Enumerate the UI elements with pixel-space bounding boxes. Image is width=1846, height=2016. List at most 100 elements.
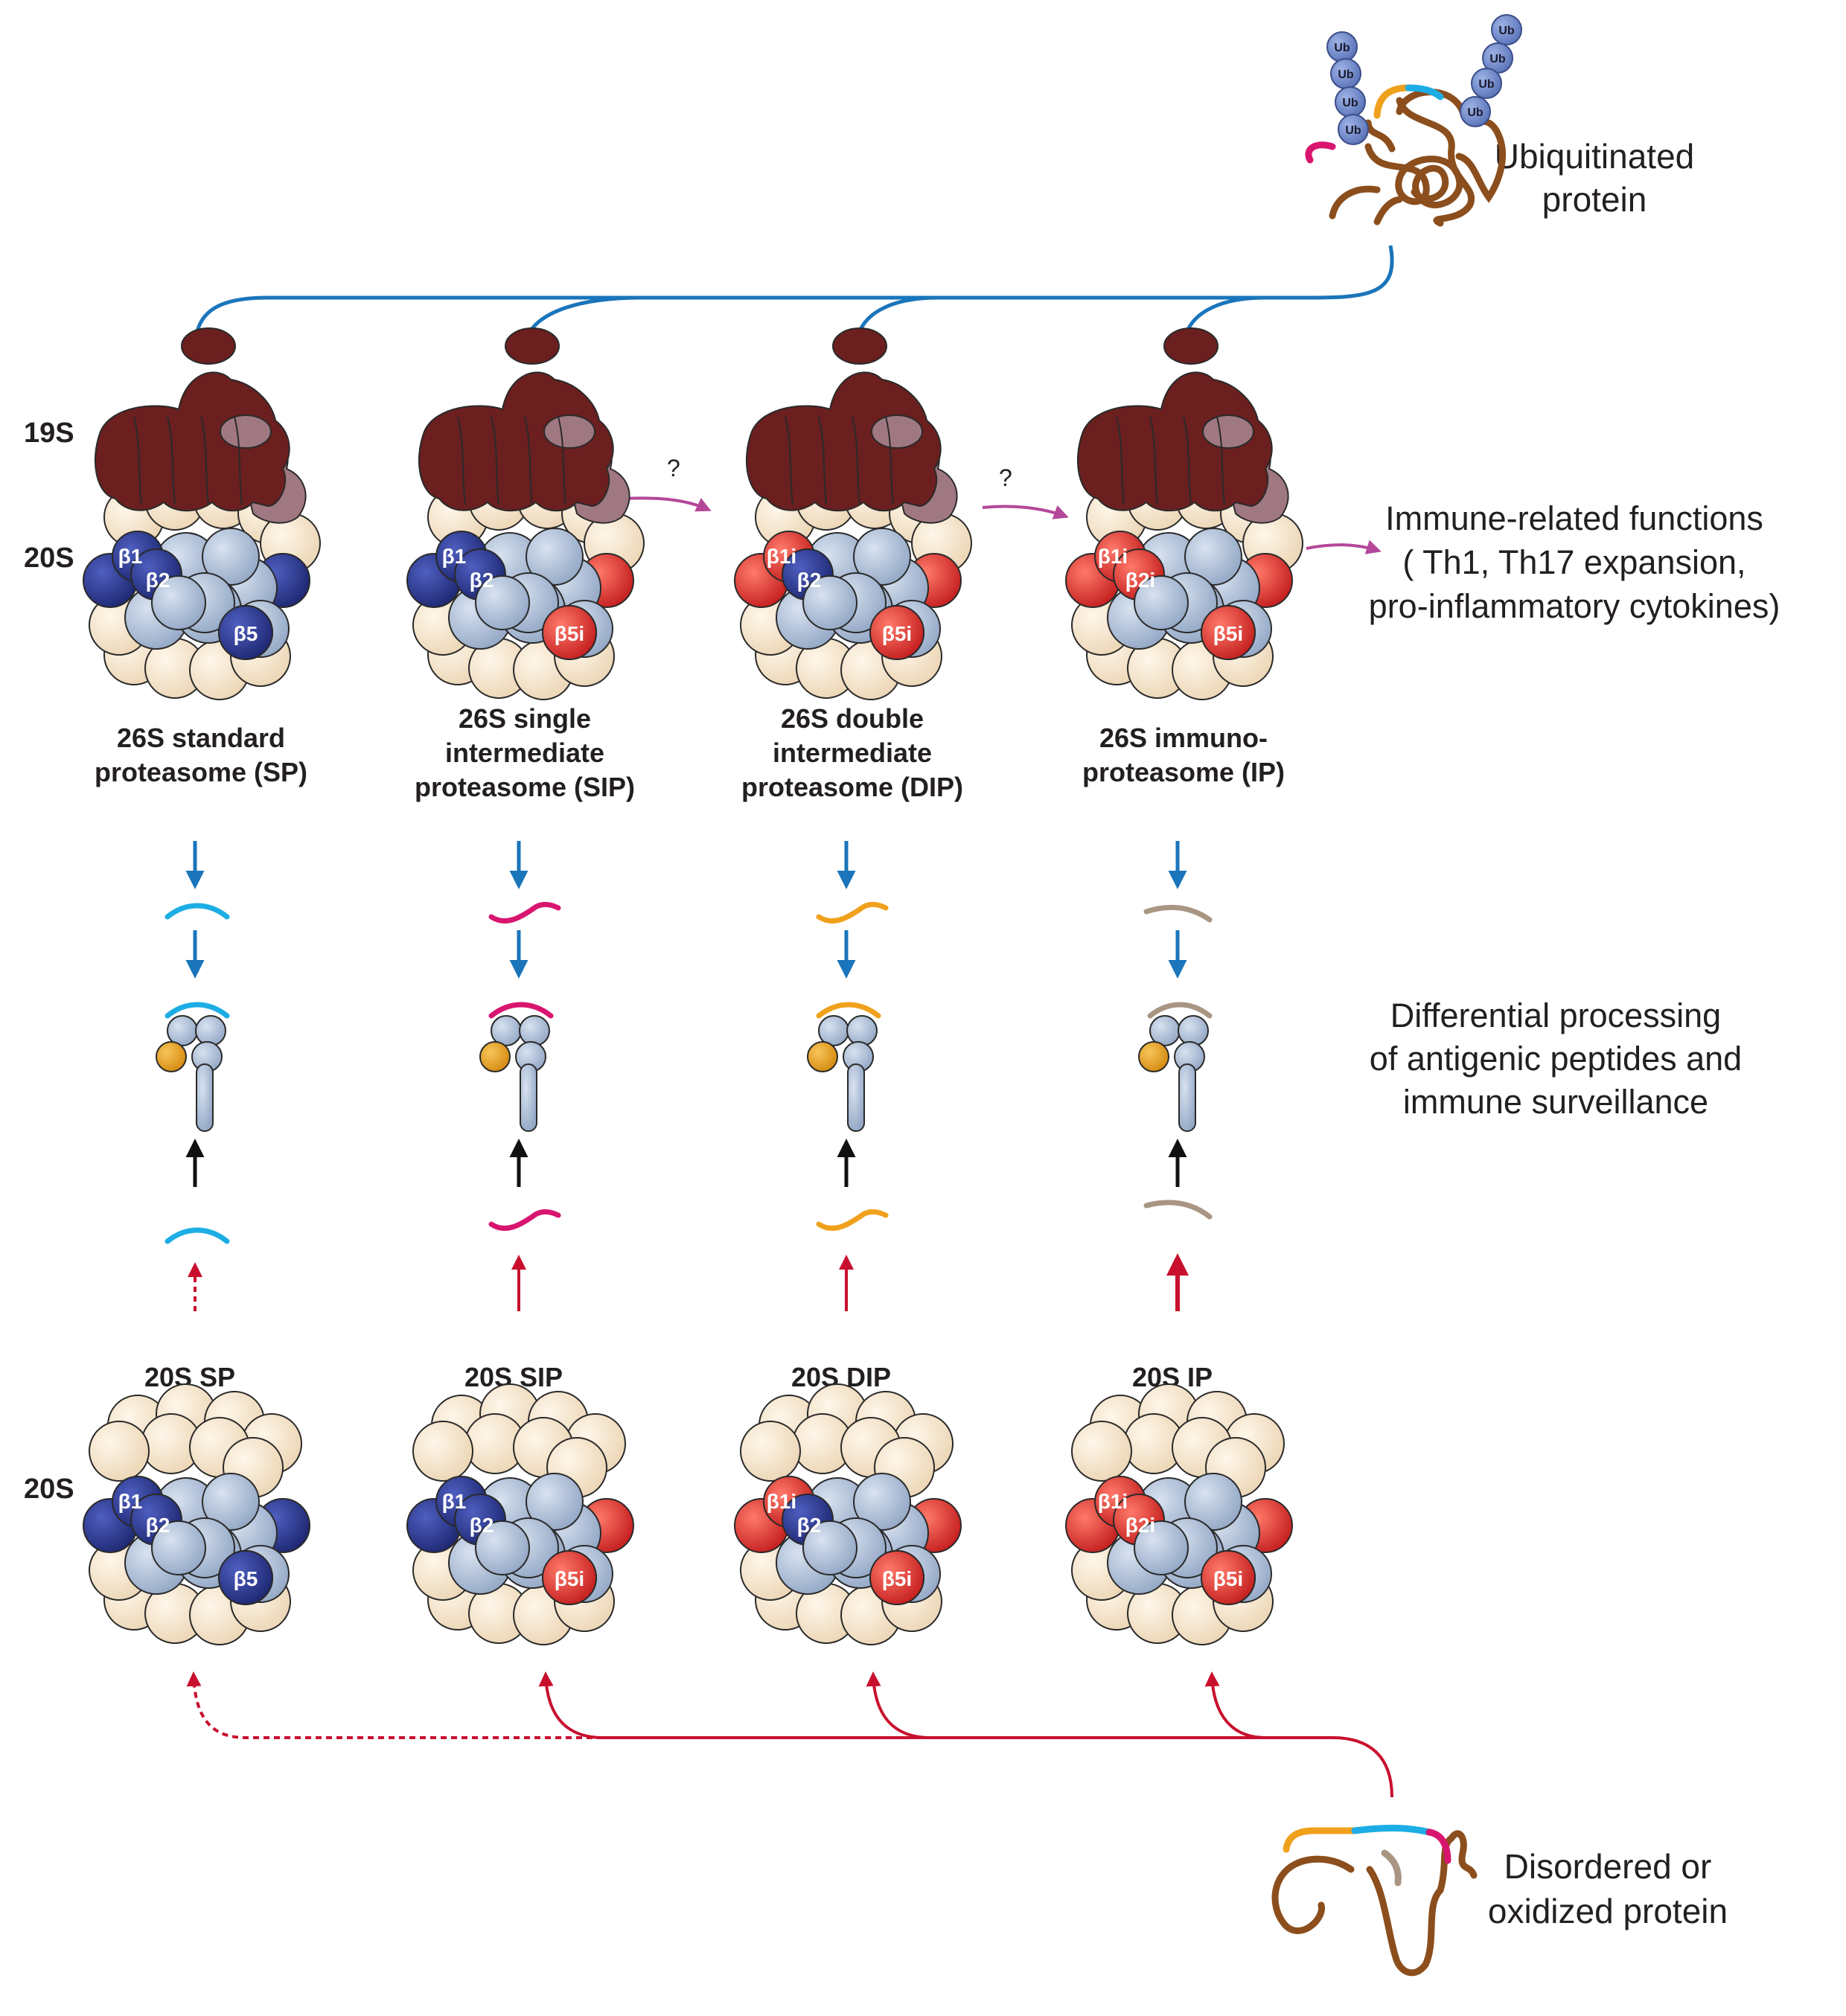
beta5-label: β5i — [1213, 1567, 1243, 1590]
alpha-subunit — [1071, 1421, 1132, 1482]
ubiquitin-label: Ub — [1342, 97, 1358, 109]
beta2-label: β2 — [797, 569, 822, 592]
mhc-alpha1 — [818, 1015, 849, 1046]
regulatory-particle-19s — [1077, 327, 1289, 524]
side-label-20s-bottom: 20S — [24, 1473, 74, 1505]
regulatory-particle-19s — [418, 327, 630, 524]
beta1-label: β1 — [442, 1490, 467, 1513]
beta2-label: β2 — [470, 1514, 494, 1537]
disordered-protein — [1271, 1824, 1478, 1977]
mhc-class-i-molecule — [1138, 1002, 1213, 1132]
lid-ridge — [1216, 416, 1225, 505]
lid-highlight — [543, 415, 595, 449]
red-arrow-to-ip — [1204, 1671, 1266, 1739]
mhc-class-i-molecule — [479, 1002, 554, 1132]
side-label-20s-top: 20S — [24, 543, 74, 574]
lid-knob — [505, 327, 560, 365]
beta5-label: β5i — [555, 1567, 584, 1590]
beta1-label: β1 — [442, 545, 467, 568]
title-26s-line: proteasome (SIP) — [415, 772, 635, 802]
peptide-26s — [165, 903, 230, 920]
disordered-magenta — [1425, 1828, 1451, 1864]
ubiquitin-bead — [1491, 14, 1522, 45]
immune-functions-line3: pro-inflammatory cytokines) — [1369, 587, 1780, 625]
mhc-alpha2 — [1178, 1015, 1209, 1046]
beta1-label: β1i — [1098, 1490, 1128, 1513]
mhc-alpha1 — [491, 1015, 522, 1046]
beta5-subunit — [869, 1550, 924, 1605]
beta2-microglobulin — [479, 1041, 511, 1072]
blue-arrow-to-sp — [185, 245, 1394, 353]
beta-subunit — [1134, 1520, 1189, 1575]
transmembrane-stem — [847, 1063, 865, 1132]
beta5-label: β5 — [234, 1567, 258, 1590]
beta-subunit — [853, 1473, 911, 1531]
lid-ridge — [1149, 416, 1158, 505]
beta-subunit — [526, 528, 584, 586]
beta-subunit — [1134, 575, 1189, 630]
regulatory-particle-19s — [95, 327, 307, 524]
beta5-label: β5i — [555, 622, 584, 645]
alpha-subunit — [89, 1421, 150, 1482]
title-26s-line: proteasome (SP) — [95, 757, 307, 787]
beta-subunit — [802, 1520, 857, 1575]
bound-peptide — [488, 1002, 554, 1019]
ubiquitin-label: Ub — [1478, 78, 1495, 91]
beta5-subunit — [1201, 1550, 1256, 1605]
question-mark-2: ? — [999, 464, 1012, 491]
bound-peptide — [816, 1002, 881, 1019]
title-26s-line: intermediate — [773, 737, 932, 768]
beta-subunit — [202, 528, 260, 586]
disordered-delivery-arrows — [186, 1671, 1393, 1798]
ubiquitin-bead — [1338, 114, 1369, 145]
peptide-20s — [165, 1227, 230, 1244]
regulatory-particle-19s — [746, 327, 958, 524]
transition-arrows — [623, 496, 1382, 554]
disordered-cyan — [1351, 1824, 1433, 1836]
ubiquitin-label: Ub — [1338, 68, 1354, 81]
beta-subunit — [526, 1473, 584, 1531]
lid-ridge — [133, 416, 142, 505]
lid-highlight — [1202, 415, 1254, 449]
beta1-label: β1i — [1098, 545, 1128, 568]
beta-subunit — [475, 575, 530, 630]
lid-dark — [746, 371, 942, 512]
mhc-alpha1 — [1149, 1015, 1181, 1046]
protein-chain — [1364, 97, 1475, 227]
alpha-subunit — [740, 1421, 801, 1482]
protein-tail-2 — [1329, 185, 1381, 220]
ubiquitin-label: Ub — [1498, 25, 1515, 37]
lid-knob — [181, 327, 236, 365]
beta2-microglobulin — [1138, 1041, 1169, 1072]
beta2-label: β2 — [797, 1514, 822, 1537]
disordered-chain-3 — [1448, 1830, 1478, 1879]
protein-cyan-segment — [1405, 84, 1444, 100]
beta-subunit — [802, 575, 857, 630]
mhc-alpha2 — [195, 1015, 226, 1046]
beta5-subunit — [869, 605, 924, 660]
ubiquitin-bead — [1460, 96, 1491, 127]
beta5-label: β5i — [882, 1567, 912, 1590]
lid-ridge — [524, 416, 533, 505]
disordered-label-line1: Disordered or — [1504, 1847, 1712, 1886]
peptide-26s — [488, 901, 561, 924]
beta5-subunit — [218, 605, 273, 660]
transmembrane-stem — [1178, 1063, 1196, 1132]
lid-ridge — [785, 416, 793, 505]
peptide-26s — [1143, 904, 1213, 923]
bound-peptide — [165, 1002, 230, 1019]
beta2-microglobulin — [156, 1041, 187, 1072]
ubiquitin-delivery-arrows — [185, 245, 1394, 353]
lid-ridge — [200, 416, 209, 505]
differential-line3: immune surveillance — [1403, 1083, 1708, 1121]
side-label-19s: 19S — [24, 417, 74, 449]
